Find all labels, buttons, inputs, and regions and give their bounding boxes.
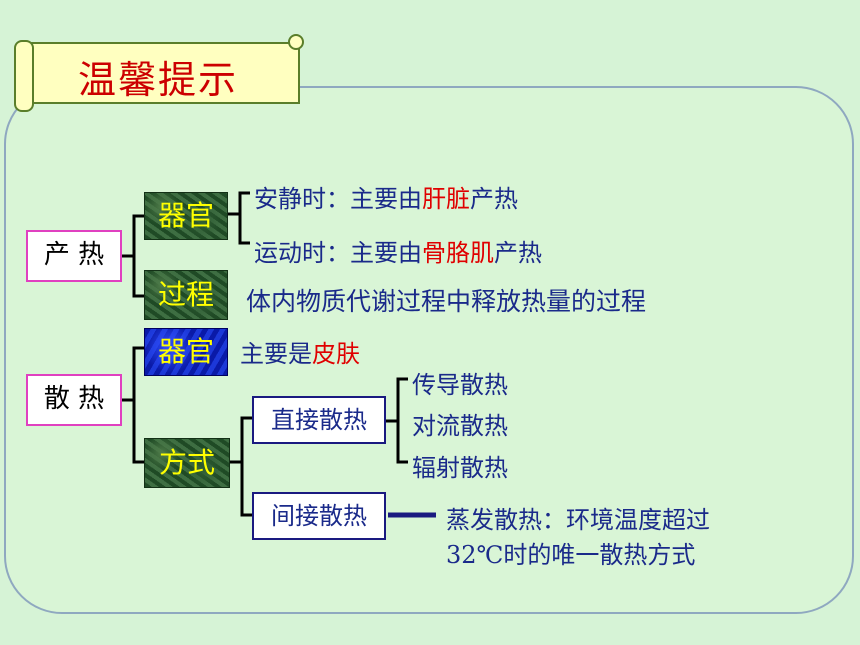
heat-production-box: 产 热 xyxy=(26,230,122,282)
direct-item-conduction: 传导散热 xyxy=(412,371,508,399)
indirect-text-line2: 32℃时的唯一散热方式 xyxy=(446,541,696,569)
direct-dissipation-box: 直接散热 xyxy=(252,396,386,444)
direct-item-convection: 对流散热 xyxy=(412,412,508,440)
organ-item-exercise: 运动时：主要由骨胳肌产热 xyxy=(254,239,542,267)
heat-dissipation-label: 散 热 xyxy=(43,384,105,414)
heat-dissipation-box: 散 热 xyxy=(26,374,122,426)
organ-item-rest: 安静时：主要由肝脏产热 xyxy=(254,185,518,213)
tip-banner: 温馨提示 xyxy=(14,34,304,112)
dissipation-organ-box: 器官 xyxy=(144,328,228,376)
dissipation-method-box: 方式 xyxy=(144,438,230,488)
scroll-curl-right xyxy=(288,34,304,50)
indirect-dissipation-box: 间接散热 xyxy=(252,492,386,540)
dissipation-organ-label: 器官 xyxy=(157,335,214,368)
heat-production-label: 产 热 xyxy=(43,240,105,270)
dissipation-organ-text: 主要是皮肤 xyxy=(240,340,360,368)
production-process-label: 过程 xyxy=(157,278,214,311)
production-organ-label: 器官 xyxy=(157,199,214,232)
production-organ-box: 器官 xyxy=(144,192,228,240)
banner-title: 温馨提示 xyxy=(78,58,239,102)
dissipation-method-label: 方式 xyxy=(158,446,215,479)
production-process-box: 过程 xyxy=(144,270,228,320)
direct-dissipation-label: 直接散热 xyxy=(271,406,367,434)
indirect-dissipation-label: 间接散热 xyxy=(271,502,367,530)
scroll-curl-left xyxy=(14,40,34,112)
indirect-text-line1: 蒸发散热：环境温度超过 xyxy=(446,506,710,534)
direct-item-radiation: 辐射散热 xyxy=(412,454,508,482)
production-process-text: 体内物质代谢过程中释放热量的过程 xyxy=(246,287,647,316)
